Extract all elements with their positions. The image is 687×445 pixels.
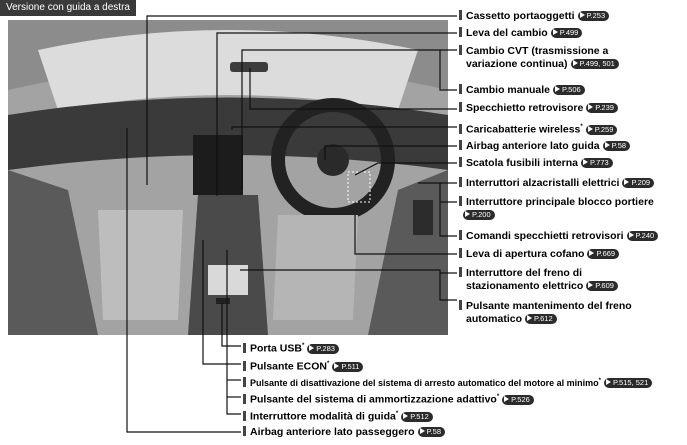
label-arresto-automatico: Pulsante di disattivazione del sistema d… [243, 375, 653, 390]
arrow-icon [465, 211, 470, 217]
page-ref-badge[interactable]: P.511 [332, 361, 364, 372]
arrow-icon [572, 60, 578, 66]
page-ref-badge[interactable]: P.283 [307, 343, 339, 354]
page-ref-badge[interactable]: P.609 [586, 281, 618, 291]
label-porta-usb: Porta USB*P.283 [243, 340, 339, 356]
arrow-icon [552, 29, 558, 35]
page-ref-badge[interactable]: P.499 [550, 28, 583, 38]
label-ammortizzazione-adattivo: Pulsante del sistema di ammortizzazione … [243, 391, 534, 407]
car-interior-illustration [8, 20, 448, 335]
version-tag: Versione con guida a destra [0, 0, 136, 16]
arrow-icon [624, 179, 630, 185]
page-ref-badge[interactable]: P.526 [502, 394, 534, 405]
page-ref-badge[interactable]: P.499, 501 [570, 59, 619, 69]
arrow-icon [604, 142, 610, 148]
label-modalita-guida: Interruttore modalità di guida*P.512 [243, 408, 433, 424]
label-caricabatterie-wireless: Caricabatterie wireless*P.259 [459, 121, 618, 137]
arrow-icon [334, 362, 340, 369]
arrow-icon [419, 428, 425, 434]
page-ref-badge[interactable]: P.58 [417, 427, 446, 437]
arrow-icon [527, 315, 533, 321]
page-ref-badge[interactable]: P.506 [553, 85, 585, 95]
arrow-icon [504, 395, 510, 402]
page-ref-badge[interactable]: P.58 [602, 141, 631, 151]
page-ref-badge[interactable]: P.239 [586, 103, 618, 113]
arrow-icon [589, 250, 595, 256]
page-ref-badge[interactable]: P.200 [463, 210, 495, 220]
arrow-icon [628, 232, 634, 238]
arrow-icon [605, 379, 611, 385]
arrow-icon [403, 412, 409, 419]
arrow-icon [583, 159, 589, 165]
page-ref-badge[interactable]: P.612 [525, 314, 557, 324]
page-ref-badge[interactable]: P.515, 521 [603, 378, 653, 388]
page-ref-badge[interactable]: P.259 [585, 124, 618, 135]
arrow-icon [588, 282, 594, 288]
page-ref-badge[interactable]: P.253 [577, 11, 610, 21]
label-pulsante-econ: Pulsante ECON*P.511 [243, 358, 364, 374]
arrow-icon [579, 12, 585, 18]
arrow-icon [309, 344, 315, 351]
page-ref-badge[interactable]: P.209 [622, 178, 655, 188]
page-ref-badge[interactable]: P.240 [626, 231, 659, 241]
arrow-icon [588, 104, 594, 110]
page-ref-badge[interactable]: P.773 [581, 158, 613, 168]
page-ref-badge[interactable]: P.512 [401, 411, 433, 422]
page-ref-badge[interactable]: P.669 [587, 249, 620, 259]
arrow-icon [587, 125, 593, 132]
arrow-icon [555, 86, 561, 92]
